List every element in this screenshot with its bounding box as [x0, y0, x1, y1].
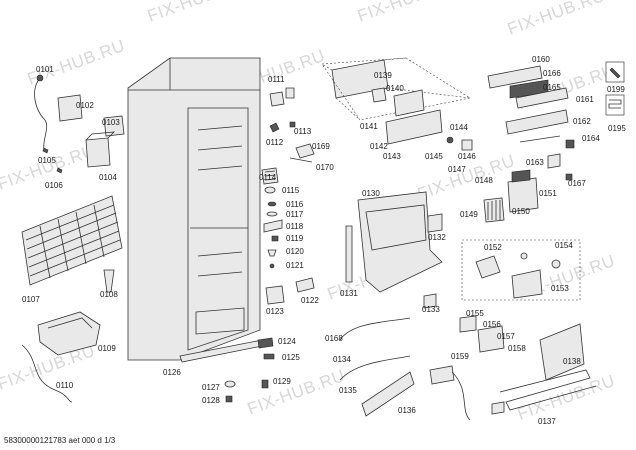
part-label: 0153 [551, 284, 569, 293]
part-label: 0118 [286, 222, 304, 231]
part-label: 0164 [582, 134, 600, 143]
part-label: 0123 [266, 307, 284, 316]
cable-part [21, 344, 73, 403]
part-label: 0145 [425, 152, 443, 161]
part-label: 0115 [282, 186, 300, 195]
part-label: 0155 [466, 309, 484, 318]
part-label: 0122 [301, 296, 319, 305]
part-label: 0128 [202, 396, 220, 405]
part-label: 0141 [360, 122, 378, 131]
part-label: 0149 [460, 210, 478, 219]
part-label: 0162 [573, 117, 591, 126]
part-label: 0135 [339, 386, 357, 395]
part-label: 0133 [422, 305, 440, 314]
bracket-part [57, 94, 83, 122]
part-label: 0101 [36, 65, 54, 74]
part-label: 0156 [483, 320, 501, 329]
air-duct-housing [357, 191, 443, 293]
part-label: 0132 [428, 233, 446, 242]
part-label: 0199 [607, 85, 625, 94]
part-label: 0165 [543, 83, 561, 92]
cone-part [103, 269, 115, 293]
part-label: 0154 [555, 241, 573, 250]
tray-part [37, 311, 101, 356]
part-label: 0108 [100, 290, 118, 299]
part-label: 0169 [312, 142, 330, 151]
part-label: 0150 [512, 207, 530, 216]
part-label: 0120 [286, 247, 304, 256]
part-label: 0130 [362, 189, 380, 198]
part-label: 0105 [38, 156, 56, 165]
part-label: 0129 [273, 377, 291, 386]
part-label: 0114 [259, 173, 277, 182]
part-label: 0119 [286, 234, 304, 243]
part-label: 0195 [608, 124, 626, 133]
watermark: FIX-HUB.RU [145, 0, 248, 26]
fridge-cabinet [127, 57, 261, 361]
cable-part [34, 77, 48, 151]
parts-art [21, 57, 625, 421]
part-label: 0159 [451, 352, 469, 361]
part-label: 0143 [383, 152, 401, 161]
part-label: 0137 [538, 417, 556, 426]
part-label: 0163 [526, 158, 544, 167]
watermark: FIX-HUB.RU [245, 366, 348, 419]
part-label: 0168 [325, 334, 343, 343]
part-label: 0142 [370, 142, 388, 151]
document-footer: 58300000121783 aet 000 d 1/3 [4, 436, 116, 445]
part-label: 0112 [266, 138, 284, 147]
part-label: 0110 [56, 381, 74, 390]
part-label: 0104 [99, 173, 117, 182]
part-label: 0106 [45, 181, 63, 190]
box-part [85, 137, 111, 168]
part-label: 0109 [98, 344, 116, 353]
part-label: 0157 [497, 332, 515, 341]
part-label: 0151 [539, 189, 557, 198]
condenser-part [21, 195, 123, 286]
block-part [103, 115, 125, 137]
part-label: 0170 [316, 163, 334, 172]
part-label: 0136 [398, 406, 416, 415]
part-label: 0126 [163, 368, 181, 377]
part-label: 0138 [563, 357, 581, 366]
part-label: 0102 [76, 101, 94, 110]
part-label: 0113 [294, 127, 312, 136]
part-label: 0147 [448, 165, 466, 174]
part-label: 0116 [286, 200, 304, 209]
watermark: FIX-HUB.RU [355, 0, 458, 26]
part-label: 0139 [374, 71, 392, 80]
part-label: 0167 [568, 179, 586, 188]
part-label: 0125 [282, 353, 300, 362]
part-label: 0121 [286, 261, 304, 270]
watermark: FIX-HUB.RU [505, 0, 608, 39]
part-labels: 0101 0102 0103 0104 0105 0106 0107 0108 … [22, 55, 626, 426]
part-label: 0152 [484, 243, 502, 252]
part-label: 0117 [286, 210, 304, 219]
watermark: FIX-HUB.RU [515, 371, 618, 424]
part-label: 0160 [532, 55, 550, 64]
part-label: 0146 [458, 152, 476, 161]
part-label: 0148 [475, 176, 493, 185]
part-label: 0166 [543, 69, 561, 78]
part-label: 0144 [450, 123, 468, 132]
part-label: 0131 [340, 289, 358, 298]
part-label: 0140 [386, 84, 404, 93]
part-label: 0134 [333, 355, 351, 364]
part-label: 0161 [576, 95, 594, 104]
part-label: 0124 [278, 337, 296, 346]
heater-part [499, 369, 597, 411]
part-label: 0103 [102, 118, 120, 127]
part-label: 0158 [508, 344, 526, 353]
part-label: 0111 [268, 75, 285, 84]
part-label: 0107 [22, 295, 40, 304]
part-label: 0127 [202, 383, 220, 392]
